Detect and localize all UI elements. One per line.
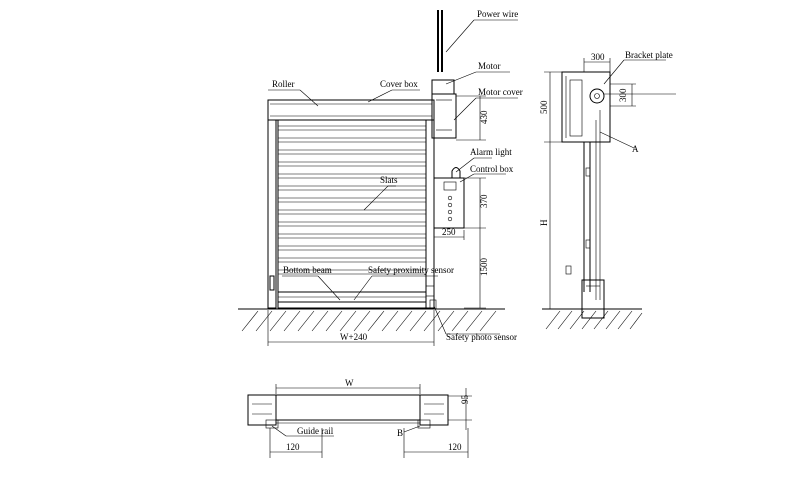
label-safety-photo-sensor: Safety photo sensor [446,332,517,342]
dim-door-height: H [539,219,549,226]
left-post-bracket [269,275,275,291]
dim-side-box-height: 500 [539,100,549,114]
dim-side-bracket-height: 300 [618,88,628,102]
dim-control-box-height: 370 [479,194,489,208]
control-button-1 [447,195,453,201]
control-box [433,177,465,229]
label-motor-cover: Motor cover [478,87,523,97]
label-section-b: B [397,428,403,438]
dim-overall-width: W+240 [340,332,368,342]
side-roller [569,79,583,137]
label-guide-rail: Guide rail [297,426,334,436]
label-section-a: A [632,144,639,154]
control-box-display [443,181,457,191]
label-safety-proximity-sensor: Safety proximity sensor [368,265,454,275]
right-guide-post [425,119,435,309]
safety-proximity-sensor [425,285,435,297]
label-bracket-plate: Bracket plate [625,50,673,60]
side-ground-hatch [545,310,643,330]
control-button-4 [447,216,453,222]
motor-cover [431,93,457,139]
slats [278,125,426,275]
safety-photo-sensor [429,299,437,310]
plan-right-guide-rail [419,394,449,426]
dim-plan-depth: 95 [460,395,470,405]
dim-motor-height: 430 [479,110,489,124]
alarm-light [451,167,461,179]
plan-view: W 95 120 120 Guide rail B [247,378,472,458]
label-power-wire: Power wire [477,9,518,19]
label-slats: Slats [380,175,398,185]
dim-control-box-width: 250 [442,227,456,237]
dim-plan-right-rail: 120 [448,442,462,452]
side-view: 300 300 500 H A Bracket plate [539,50,676,330]
dim-plan-left-rail: 120 [286,442,300,452]
dim-control-box-mount-height: 1500 [479,258,489,277]
label-motor: Motor [478,61,501,71]
dim-plan-width: W [345,378,354,388]
label-roller: Roller [272,79,295,89]
dim-side-top-width: 300 [591,52,605,62]
control-button-2 [447,202,453,208]
control-button-3 [447,209,453,215]
left-guide-post [267,119,277,309]
plan-left-guide-rail [247,394,277,426]
label-alarm-light: Alarm light [470,147,512,157]
label-bottom-beam: Bottom beam [283,265,332,275]
front-ground-hatch [241,310,497,332]
side-motor-drum [589,88,605,104]
side-bracket-box [561,71,611,143]
side-bottom-block [581,279,605,319]
label-cover-box: Cover box [380,79,418,89]
label-control-box: Control box [470,164,514,174]
front-view: 430 370 250 1500 W+240 [238,9,523,346]
cover-box [267,99,435,121]
